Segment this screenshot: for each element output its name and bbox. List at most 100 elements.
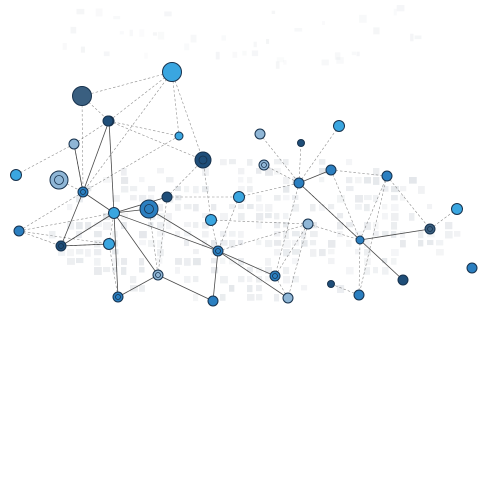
node-circle [174, 131, 184, 141]
background-tile [76, 8, 85, 15]
background-tile [238, 204, 244, 210]
background-tile [202, 186, 209, 193]
dashed-edge [18, 230, 110, 245]
network-node [49, 170, 69, 190]
background-tile [400, 195, 406, 201]
background-tile [256, 240, 262, 246]
background-tile [454, 231, 461, 237]
background-tile [157, 204, 164, 212]
background-tile [396, 5, 405, 12]
background-tile [283, 240, 291, 248]
background-tile [373, 267, 379, 274]
background-tile [274, 195, 281, 201]
background-tile [247, 186, 253, 193]
solid-edge [60, 212, 115, 247]
background-tile [256, 285, 262, 292]
background-tile [184, 204, 192, 210]
background-tile [130, 276, 137, 284]
background-tile [157, 240, 163, 248]
background-tile [418, 240, 424, 247]
network-node [103, 238, 115, 250]
network-node [205, 214, 217, 226]
background-tile [256, 222, 262, 229]
background-tile [229, 204, 235, 210]
background-tile [400, 186, 407, 192]
network-node [333, 120, 345, 132]
background-tile [364, 222, 371, 230]
background-tile [94, 240, 101, 248]
network-node [10, 169, 22, 181]
background-tile [76, 249, 84, 255]
background-tile [355, 231, 363, 239]
background-tile [382, 267, 389, 275]
background-tile [436, 240, 444, 246]
background-tile [139, 195, 147, 202]
background-tile [85, 222, 92, 230]
solid-edge [60, 191, 84, 247]
solid-edge [217, 250, 276, 277]
background-tile [103, 213, 111, 221]
background-tile [253, 41, 257, 48]
background-tile [337, 285, 345, 293]
network-node [325, 164, 337, 176]
background-tile [211, 267, 219, 274]
background-tile [175, 186, 181, 192]
background-tile [175, 231, 181, 238]
network-node [207, 295, 219, 307]
background-tile [251, 50, 259, 57]
background-tile [166, 177, 174, 183]
network-node [451, 203, 463, 215]
background-tile [202, 213, 210, 219]
network-node [397, 274, 409, 286]
dashed-edge [81, 71, 173, 97]
background-tile [319, 177, 325, 183]
background-tile [391, 213, 399, 221]
background-tile [274, 231, 281, 237]
network-node [302, 218, 314, 230]
background-tile [175, 195, 182, 201]
background-tile [346, 240, 352, 247]
background-tile [283, 231, 289, 239]
background-tile [211, 240, 218, 248]
dashed-edge [287, 223, 309, 299]
network-node [282, 292, 294, 304]
background-tile [220, 258, 226, 264]
background-tile [103, 177, 111, 183]
node-circle [269, 270, 281, 282]
network-nodes [10, 62, 478, 307]
dashed-edge [330, 169, 361, 241]
node-circle [139, 199, 159, 219]
network-node [102, 115, 114, 127]
background-tile [229, 240, 236, 248]
background-tile [373, 27, 380, 35]
background-tile [337, 195, 345, 203]
background-tile [211, 204, 217, 211]
background-tile [247, 159, 253, 166]
background-tile [202, 240, 208, 248]
background-tile [382, 231, 389, 237]
network-node [466, 262, 478, 274]
node-inner-ring [427, 226, 433, 232]
background-tile [121, 168, 127, 176]
background-tile [382, 186, 389, 192]
background-tile [265, 213, 272, 219]
node-inner-ring [115, 294, 121, 300]
background-tile [67, 204, 73, 211]
background-tile [247, 294, 255, 301]
background-tile [373, 231, 379, 237]
background-tile [418, 186, 425, 194]
background-tile [256, 213, 264, 221]
background-tile [229, 231, 236, 237]
background-tile [265, 258, 271, 266]
background-tile [373, 177, 380, 185]
network-node [139, 199, 159, 219]
dashed-edge [307, 223, 361, 241]
dashed-edge [108, 120, 204, 161]
network-node [112, 291, 124, 303]
solid-edge [298, 169, 332, 184]
background-tile [238, 258, 244, 266]
background-tile [336, 57, 344, 64]
background-tile [193, 249, 199, 255]
dashed-edge [274, 223, 309, 277]
